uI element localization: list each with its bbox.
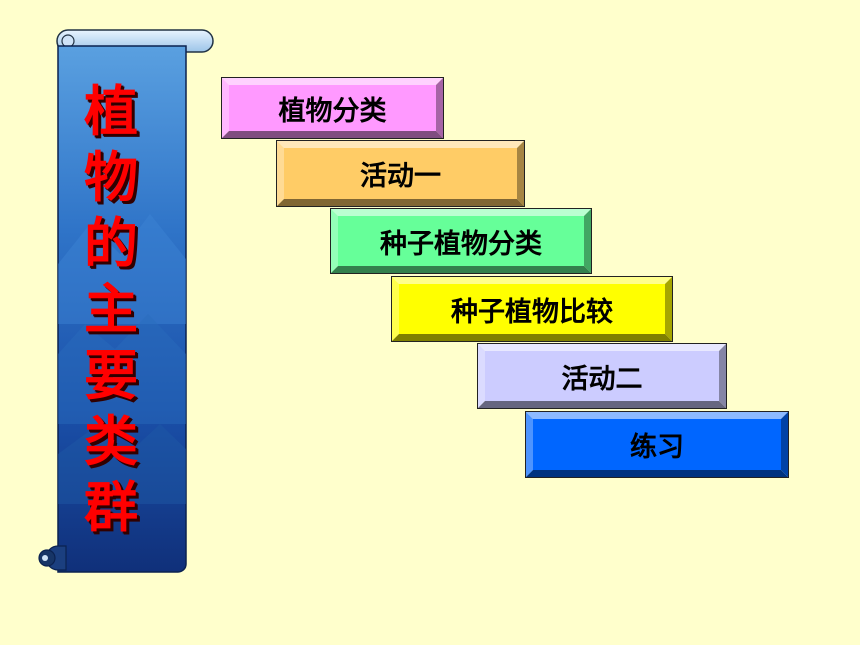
bevel-left [526,412,533,477]
bevel-bottom [392,334,672,341]
button-face [229,85,436,131]
bevel-top [392,277,672,284]
bevel-frame [331,209,591,273]
button-face [399,284,665,334]
bevel-frame [222,78,443,138]
bevel-right [719,344,726,408]
scroll-title: 植 物 的 主 要 类 群 [80,79,142,541]
scroll-background [38,29,214,573]
title-char: 类 [84,410,138,473]
bevel-right [665,277,672,341]
bevel-right [584,209,591,273]
title-char: 的 [84,212,138,275]
step-button-label: 活动一 [360,161,441,192]
title-char: 植 [84,80,138,143]
title-char: 物 [84,146,138,209]
bevel-right [781,412,788,477]
bevel-left [478,344,485,408]
step-button-seed-plant-classification[interactable]: 种子植物分类 [330,208,592,274]
bevel-bottom [526,470,788,477]
bevel-left [222,78,229,138]
button-face [338,216,584,266]
bevel-frame [526,412,788,477]
bevel-left [277,141,284,206]
step-button-label: 活动二 [561,363,643,395]
bevel-top [331,209,591,216]
bevel-top [277,141,524,148]
button-face [284,148,517,199]
step-button-label: 植物分类 [278,95,387,127]
bevel-top [526,412,788,419]
title-char: 群 [84,476,138,539]
bevel-left [392,277,399,341]
title-scroll-banner: 植 物 的 主 要 类 群 [30,24,215,580]
bevel-top [478,344,726,351]
step-button-activity-two[interactable]: 活动二 [477,343,727,409]
bevel-top [222,78,443,85]
bevel-bottom [478,401,726,408]
step-button-plant-classification[interactable]: 植物分类 [221,77,444,139]
bevel-bottom [222,131,443,138]
bevel-frame [277,141,524,206]
step-button-exercise[interactable]: 练习 [525,411,789,478]
button-face [485,351,719,401]
bevel-right [436,78,443,138]
title-char: 主 [84,278,138,341]
step-button-seed-plant-comparison[interactable]: 种子植物比较 [391,276,673,342]
bevel-frame [392,277,672,341]
bevel-right [517,141,524,206]
step-button-label: 种子植物比较 [451,296,613,328]
bevel-left [331,209,338,273]
step-button-label: 练习 [630,432,684,463]
button-face [533,419,781,470]
step-button-label: 种子植物分类 [380,228,542,260]
step-button-activity-one[interactable]: 活动一 [276,140,525,207]
bevel-frame [478,344,726,408]
bevel-bottom [277,199,524,206]
title-char: 要 [84,344,138,407]
bevel-bottom [331,266,591,273]
